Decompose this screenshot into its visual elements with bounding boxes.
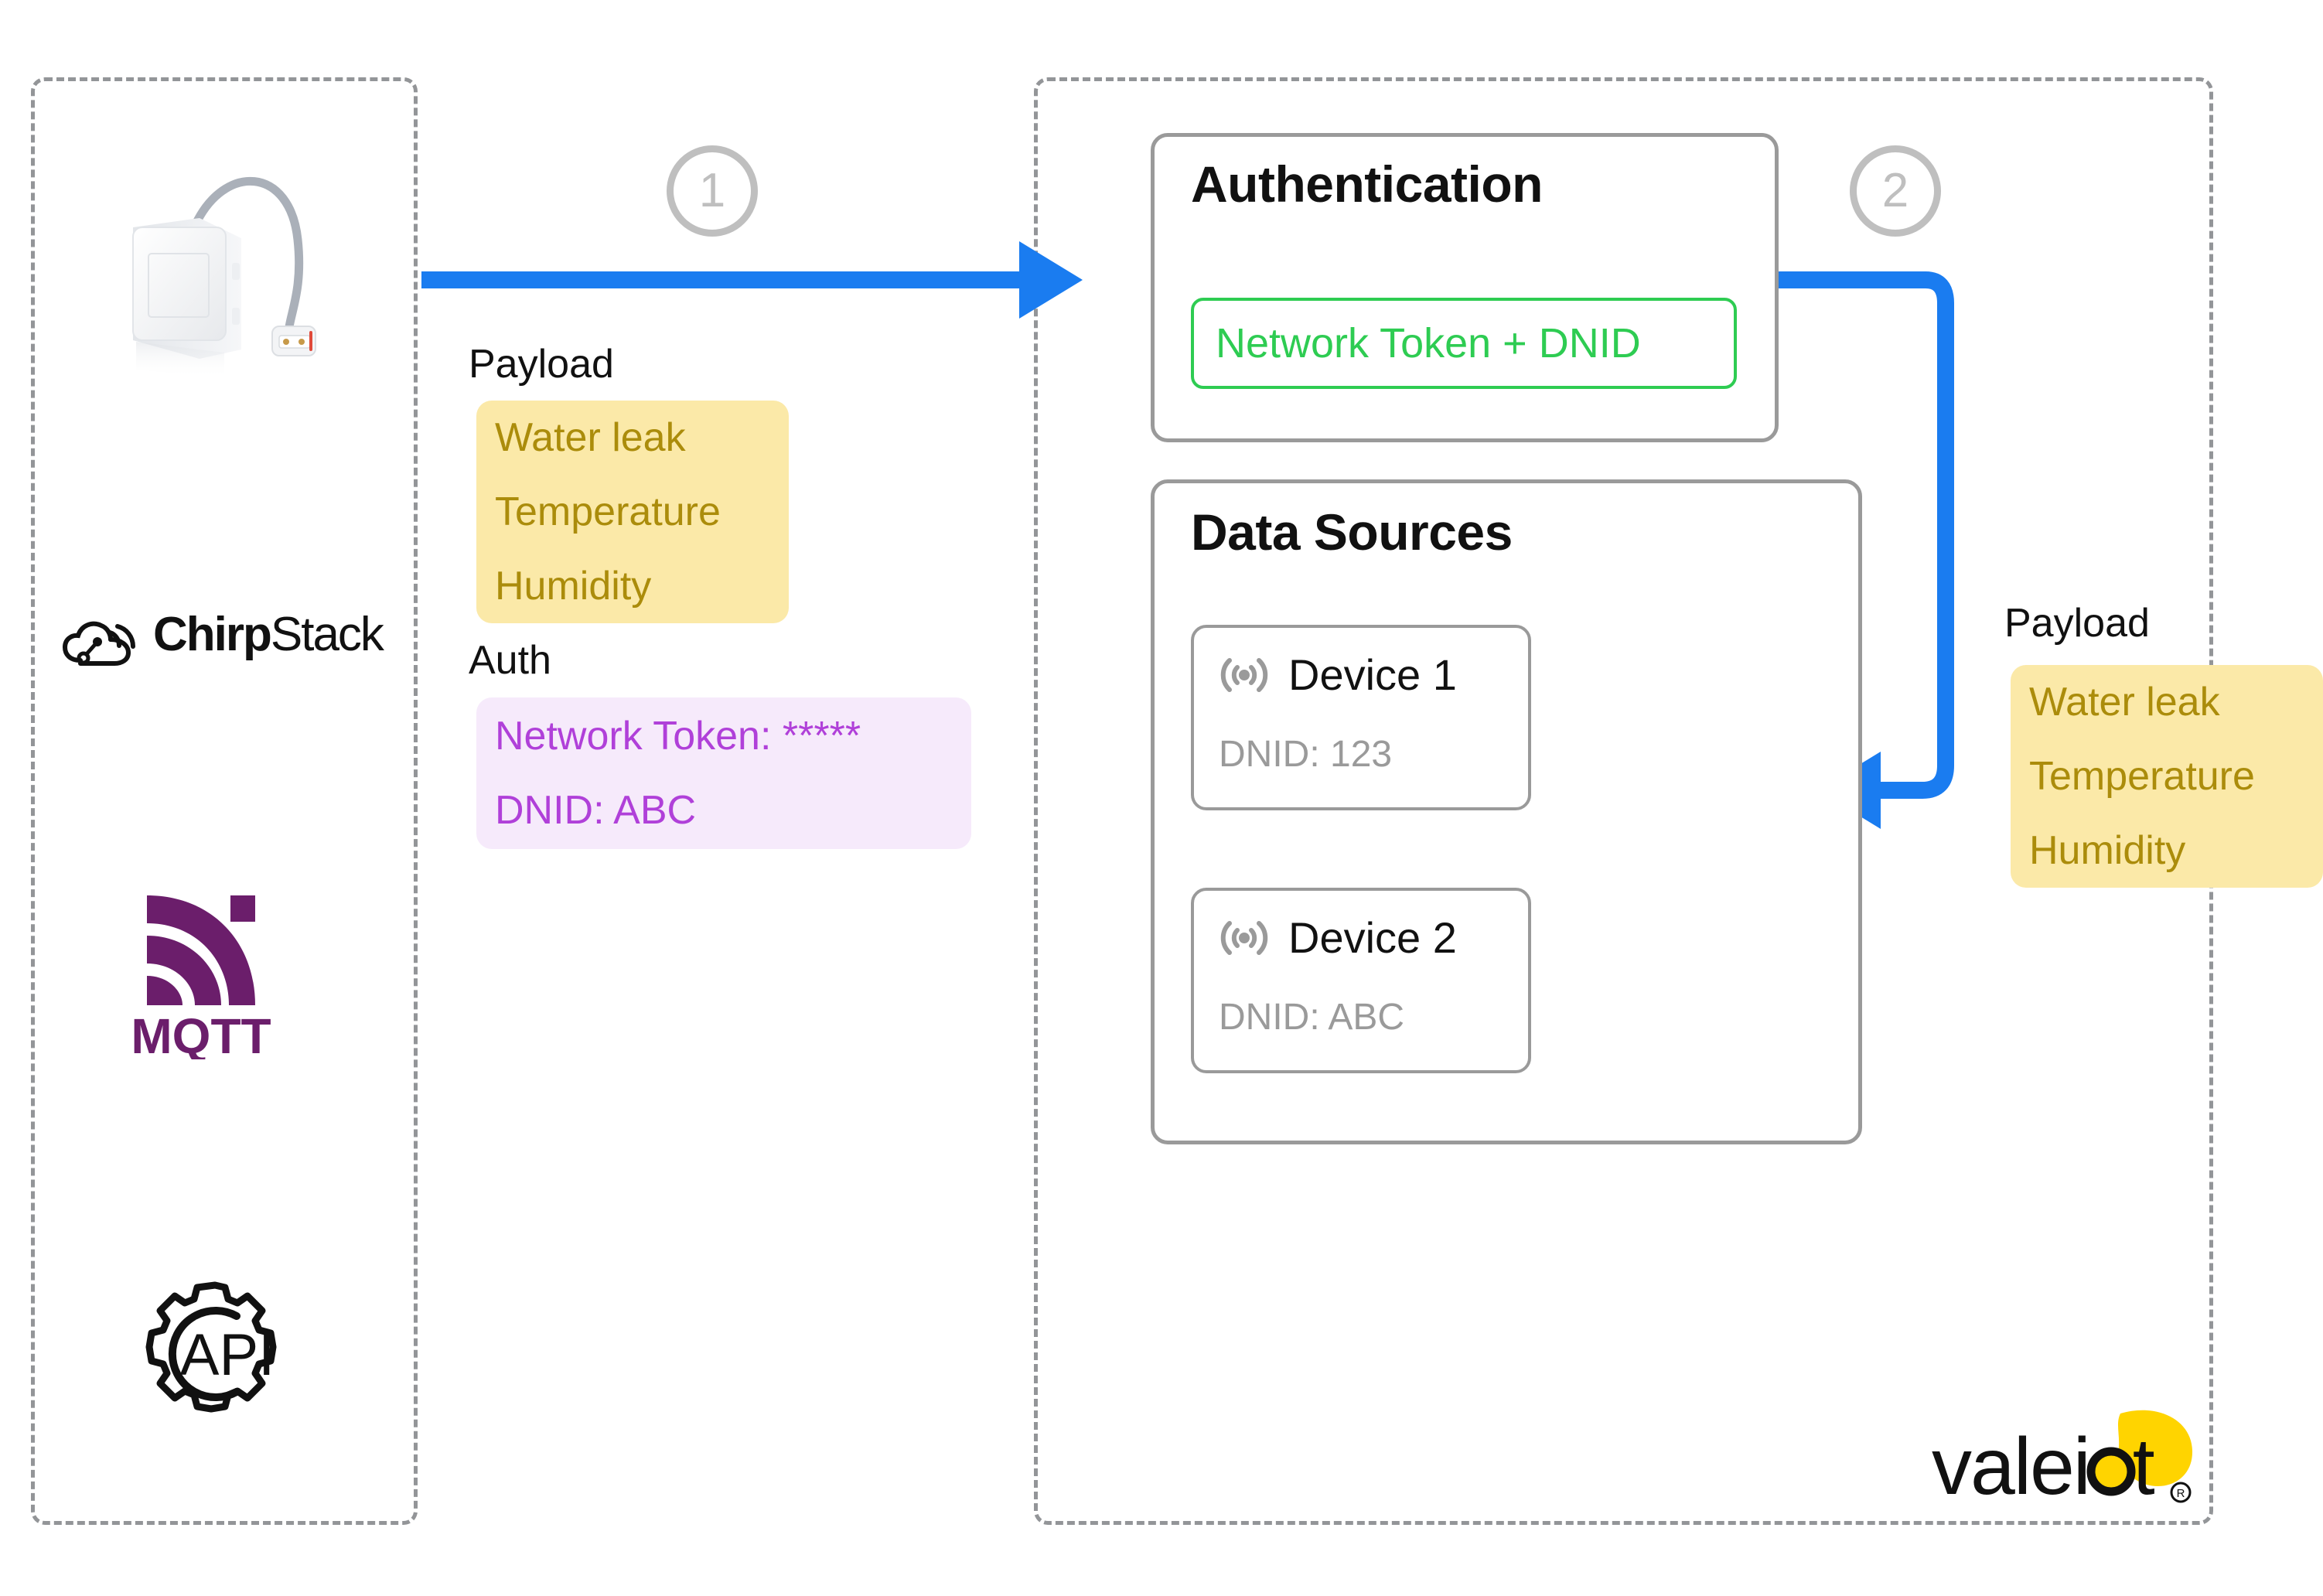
step-badge-1: 1 [667, 145, 758, 237]
device-card-1[interactable]: Device 1 DNID: 123 [1191, 625, 1531, 810]
mqtt-signal-icon [147, 895, 255, 1005]
registered-mark-icon [2170, 1482, 2192, 1503]
payload-chip-right: Water leak Temperature Humidity [2011, 665, 2323, 888]
api-circle-arc [168, 1307, 240, 1401]
network-token-dnid-label: Network Token + DNID [1216, 320, 1641, 367]
chirpstack-word-bold: Chirp [153, 608, 272, 661]
payload-item: Water leak [2029, 680, 2220, 725]
payload-item: Humidity [495, 564, 652, 609]
authentication-panel [1151, 133, 1779, 442]
api-logo: API [138, 1276, 292, 1431]
mqtt-wordmark: MQTT [131, 1008, 271, 1059]
auth-item-network-token: Network Token: ***** [495, 714, 861, 759]
auth-label-left: Auth [469, 638, 551, 683]
mqtt-logo: MQTT [131, 889, 271, 1064]
broadcast-icon [1220, 921, 1268, 955]
water-leak-sensor-photo [108, 147, 340, 402]
auth-chip-left: Network Token: ***** DNID: ABC [476, 697, 971, 849]
registered-mark-letter: R [2177, 1487, 2185, 1500]
payload-label-right: Payload [2004, 601, 2150, 646]
valeiot-o-dot [2091, 1451, 2131, 1492]
authentication-title: Authentication [1191, 155, 1543, 213]
gear-icon [145, 1281, 277, 1413]
device-name: Device 1 [1288, 650, 1457, 699]
arrow-step-1 [421, 241, 1083, 319]
payload-label-left: Payload [469, 342, 614, 387]
chirpstack-logo: ChirpStack [62, 611, 384, 671]
payload-item: Water leak [495, 415, 686, 460]
broadcast-icon [1220, 658, 1268, 692]
auth-item-dnid: DNID: ABC [495, 788, 697, 833]
step-badge-2: 2 [1850, 145, 1941, 237]
chirpstack-wordmark: ChirpStack [153, 608, 384, 661]
payload-chip-left: Water leak Temperature Humidity [476, 401, 789, 623]
network-token-dnid-chip: Network Token + DNID [1191, 298, 1737, 389]
api-wordmark: API [180, 1322, 275, 1388]
data-sources-title: Data Sources [1191, 503, 1513, 561]
chirpstack-word-light: Stack [270, 608, 384, 661]
device-dnid: DNID: ABC [1219, 997, 1405, 1038]
device-card-header: Device 2 [1217, 916, 1457, 960]
payload-item: Temperature [2029, 754, 2255, 799]
step-number: 2 [1881, 164, 1909, 217]
device-card-2[interactable]: Device 2 DNID: ABC [1191, 888, 1531, 1073]
left-source-zone [31, 77, 418, 1525]
device-name: Device 2 [1288, 913, 1457, 962]
payload-item: Humidity [2029, 828, 2186, 873]
chirpstack-cloud-icon [62, 621, 135, 666]
payload-item: Temperature [495, 489, 721, 534]
step-number: 1 [698, 164, 726, 217]
valeiot-blob-mark [2117, 1410, 2193, 1487]
device-card-header: Device 1 [1217, 653, 1457, 697]
device-dnid: DNID: 123 [1219, 734, 1393, 775]
valeiot-logo: valeiot R [1926, 1407, 2196, 1523]
